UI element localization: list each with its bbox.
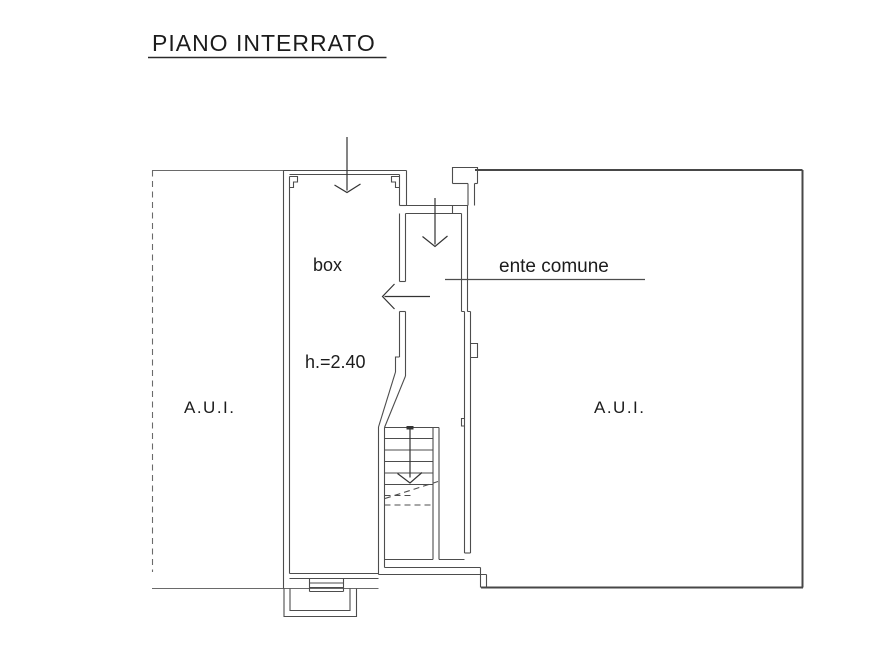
left-aui-area-outline <box>151 169 379 590</box>
diagonal-wall-inner <box>383 375 407 428</box>
page-title: PIANO INTERRATO <box>152 30 376 56</box>
box-entrance-arrow-head <box>334 183 361 194</box>
box-top-left-pilaster <box>289 175 299 189</box>
side-door-arrow-head <box>381 283 395 310</box>
door-sill-lines <box>309 577 344 593</box>
stairs-direction-arrow-head <box>397 472 423 484</box>
corridor-right-wall-small-jog <box>460 417 465 427</box>
box-entry-detail <box>283 577 358 618</box>
corridor-right-wall-pilaster-bump <box>470 342 479 359</box>
diagonal-wall-outer <box>377 371 397 428</box>
box-right-wall-bump <box>394 356 400 372</box>
direction-arrows <box>334 137 448 484</box>
door-sill-sides <box>308 578 345 592</box>
ramp-inner-wall <box>289 588 351 612</box>
corridor-entrance-arrow-head <box>422 235 448 248</box>
right-aui-area-outline <box>475 169 804 589</box>
box-room-label: box <box>313 255 342 275</box>
stairs-arrow-start-tick <box>406 426 414 430</box>
box-top-right-pilaster <box>390 175 400 189</box>
ramp-outer-wall <box>283 588 358 618</box>
corridor-pilaster-cap <box>451 166 479 184</box>
box-height-label: h.=2.40 <box>305 352 366 372</box>
aui-left-label: A.U.I. <box>184 398 236 417</box>
south-wall-band <box>378 566 488 588</box>
corridor-walls <box>405 166 479 554</box>
box-room-walls <box>282 169 408 589</box>
staircase <box>377 426 465 575</box>
aui-right-label: A.U.I. <box>594 398 646 417</box>
ente-comune-label: ente comune <box>499 256 609 277</box>
